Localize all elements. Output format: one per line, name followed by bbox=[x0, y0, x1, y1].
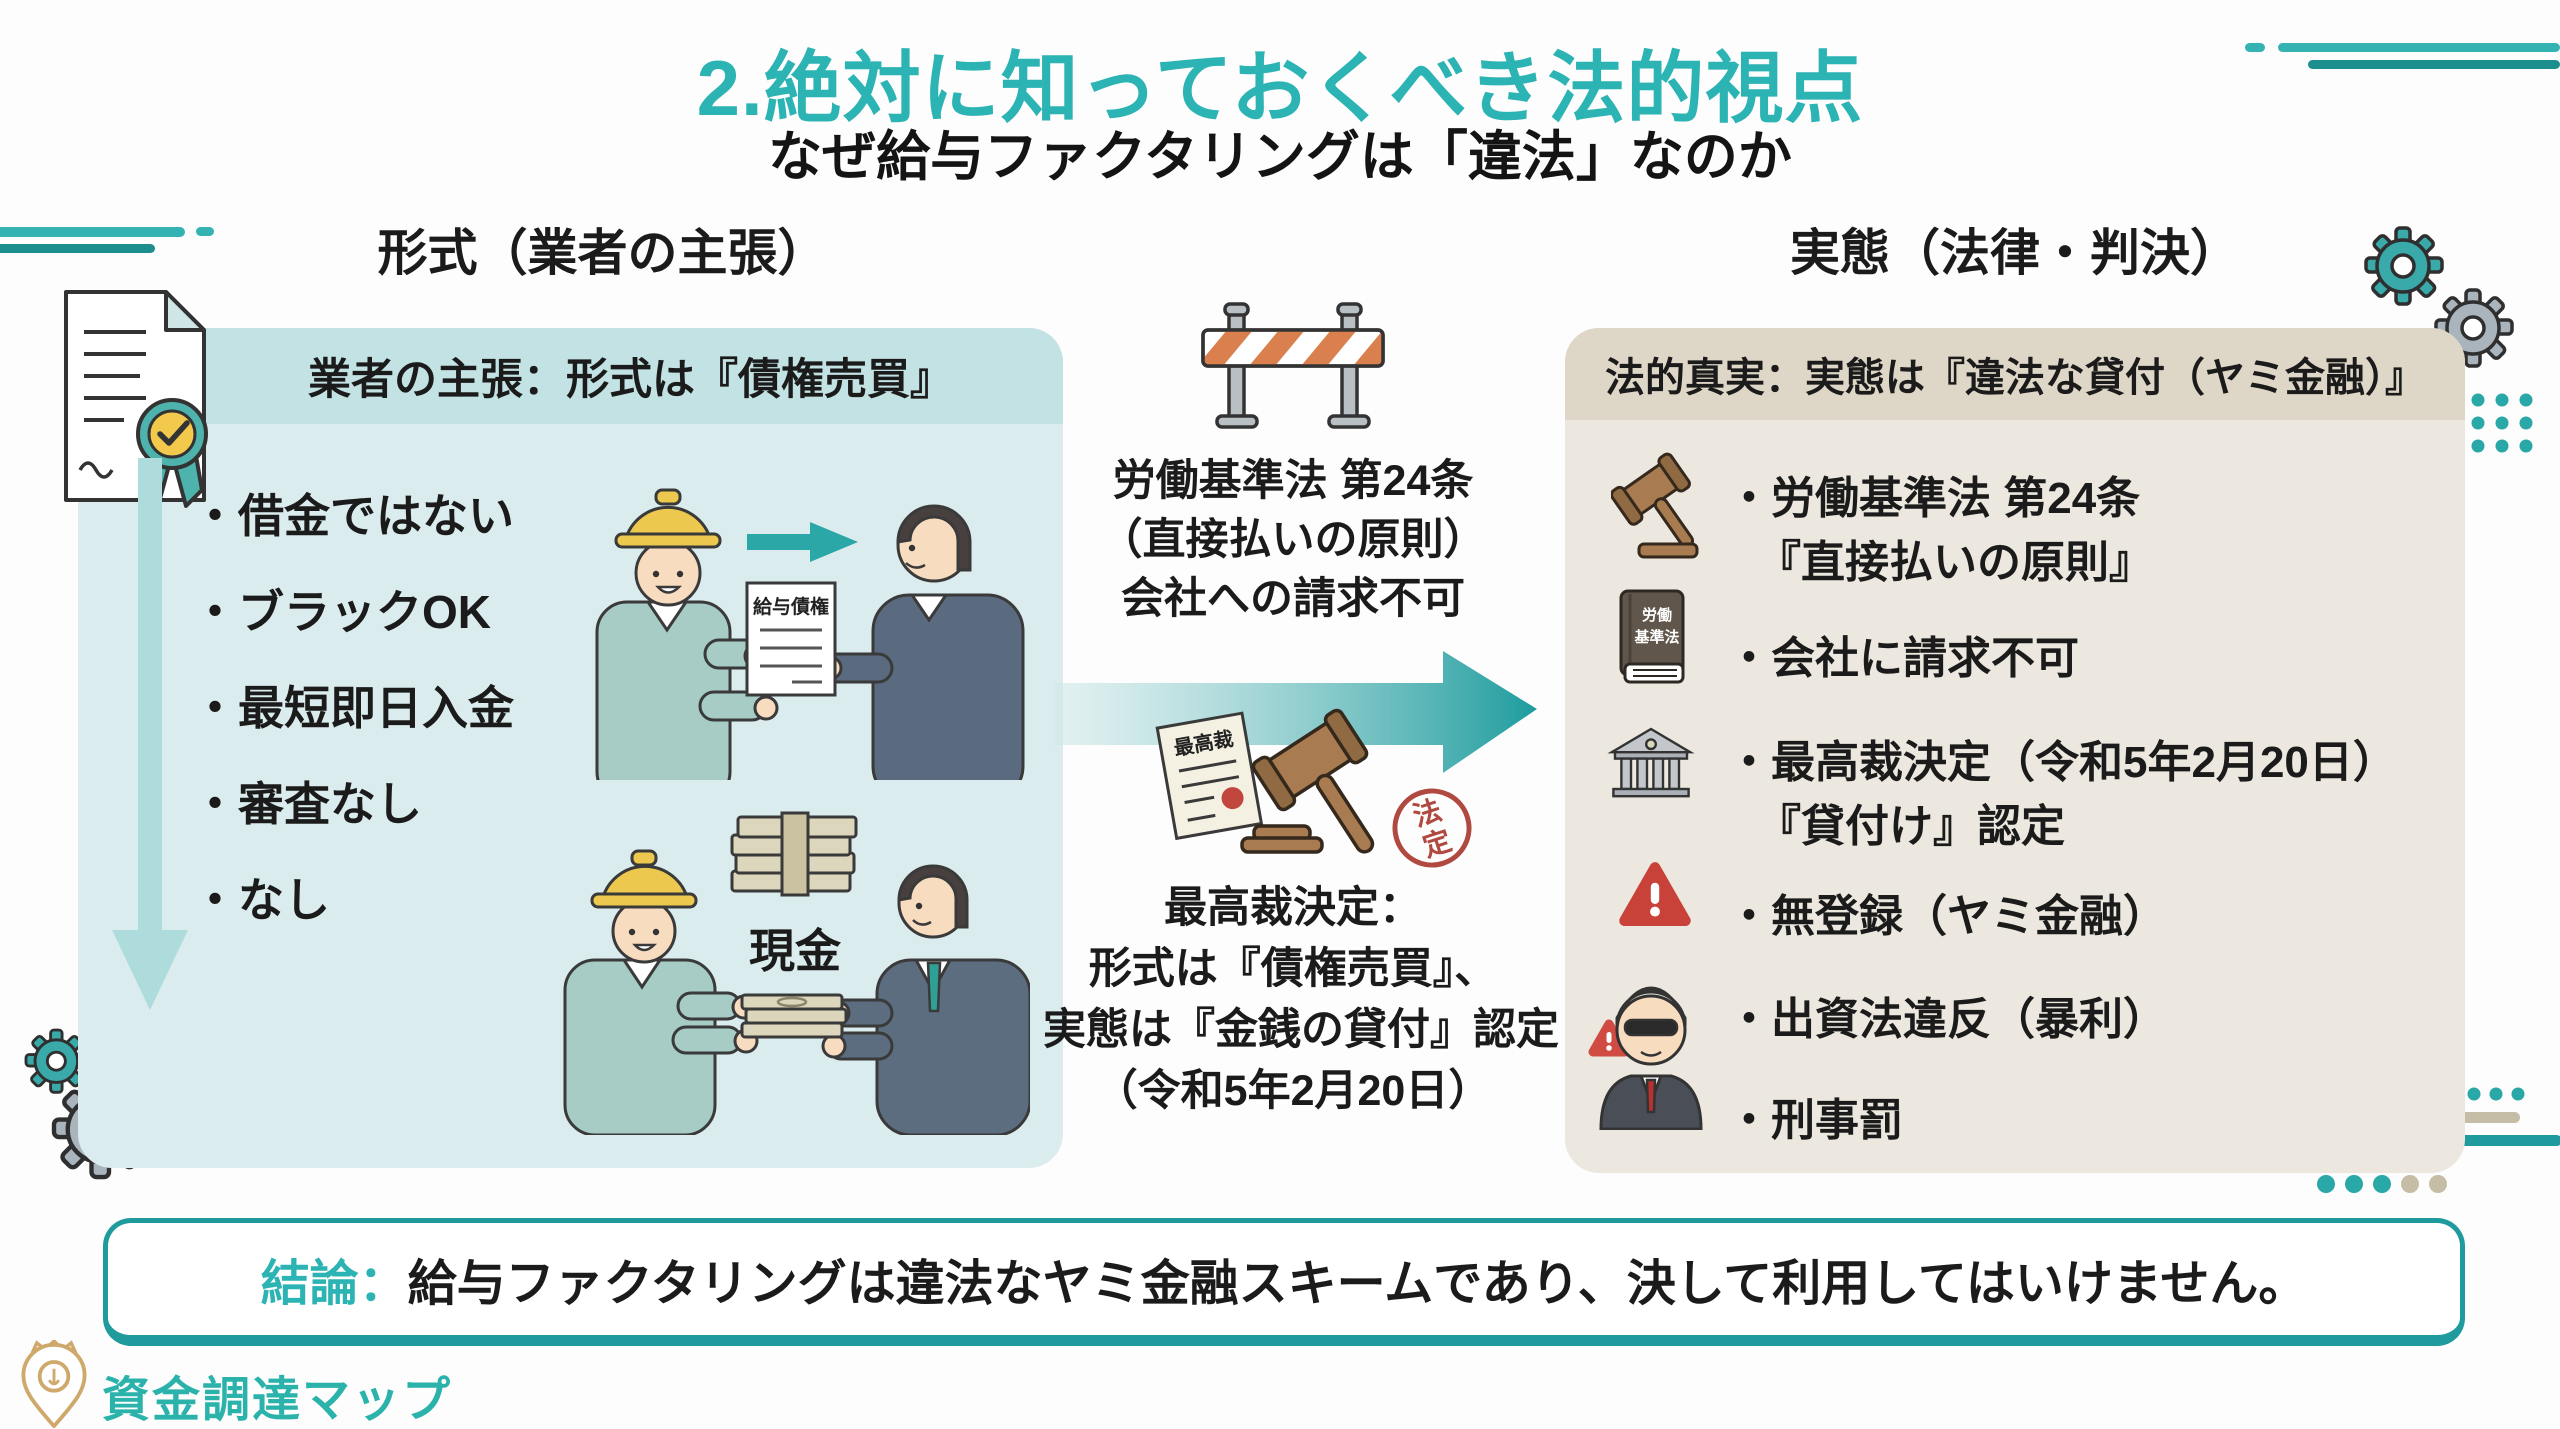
right-column-heading: 実態（法律・判決） bbox=[1790, 225, 2240, 281]
claims-bullet: ・借金ではない bbox=[192, 490, 514, 542]
gear-icon bbox=[2364, 226, 2444, 306]
salary-claim-doc-label: 給与債権 bbox=[753, 595, 829, 618]
gear-icon bbox=[2434, 288, 2514, 368]
brand-logo-icon bbox=[21, 1340, 87, 1428]
cash-handover-illustration: 現金 bbox=[563, 811, 1030, 1135]
conclusion-text: 給与ファクタリングは違法なヤミ金融スキームであり、決して利用してはいけません。 bbox=[407, 1256, 2308, 1311]
reality-item-text: 『貸付け』認定 bbox=[1757, 802, 2065, 851]
reality-item-text: ・会社に請求不可 bbox=[1727, 634, 2079, 683]
court-decision-text: 最高裁決定： 形式は『債権売買』、 実態は『金銭の貸付』認定 （令和5年2月20… bbox=[1043, 884, 1559, 1115]
svg-text:労働: 労働 bbox=[1642, 606, 1672, 624]
supreme-court-illustration: 最高裁 法 定 bbox=[1155, 708, 1472, 868]
corner-lines-top-left bbox=[0, 227, 214, 253]
labor-law-text: 労働基準法 第24条 （直接払いの原則） 会社への請求不可 bbox=[1099, 457, 1487, 623]
legal-reality-panel: 法的真実：実態は『違法な貸付（ヤミ金融）』 ・労働基準法 第24条 『直接払いの… bbox=[1565, 328, 2465, 1173]
page-subtitle: なぜ給与ファクタリングは「違法」なのか bbox=[768, 127, 1792, 187]
svg-text:基準法: 基準法 bbox=[1633, 628, 1679, 646]
reality-item-text: ・無登録（ヤミ金融） bbox=[1727, 892, 2167, 941]
left-column-heading: 形式（業者の主張） bbox=[377, 225, 828, 281]
brand-name: 資金調達マップ bbox=[102, 1374, 453, 1427]
claims-panel-header: 業者の主張：形式は『債権売買』 bbox=[78, 328, 1063, 424]
barrier-icon bbox=[1201, 302, 1385, 429]
reality-item-text: 『直接払いの原則』 bbox=[1757, 538, 2153, 587]
down-arrow-icon bbox=[112, 458, 188, 1010]
dots-grid-icon bbox=[2471, 393, 2533, 453]
cash-label: 現金 bbox=[749, 925, 842, 977]
conclusion-prefix: 結論： bbox=[260, 1256, 408, 1311]
reality-item-text: ・刑事罰 bbox=[1727, 1096, 1903, 1145]
claims-bullet: ・最短即日入金 bbox=[192, 682, 514, 734]
page-title: 2.絶対に知っておくべき法的視点 bbox=[696, 44, 1864, 132]
reality-item-text: ・出資法違反（暴利） bbox=[1727, 995, 2167, 1044]
claims-bullet-list: ・借金ではない ・ブラックOK ・最短即日入金 ・審査なし ・なし bbox=[192, 468, 612, 948]
reality-item-text: ・労働基準法 第24条 bbox=[1727, 474, 2141, 523]
claims-bullet: ・ブラックOK bbox=[192, 586, 491, 638]
claims-bullet: ・なし bbox=[192, 874, 330, 926]
loan-shark-icon bbox=[1588, 986, 1703, 1130]
warning-icon bbox=[1619, 862, 1691, 927]
law-book-icon: 労働 基準法 bbox=[1619, 589, 1685, 684]
courthouse-icon bbox=[1607, 727, 1695, 798]
reality-item-text: ・最高裁決定（令和5年2月20日） bbox=[1727, 738, 2397, 787]
gavel-icon bbox=[1611, 452, 1699, 559]
legal-reality-panel-header: 法的真実：実態は『違法な貸付（ヤミ金融）』 bbox=[1565, 328, 2465, 420]
hantei-stamp-icon: 法 定 bbox=[1392, 788, 1472, 868]
claims-bullet: ・審査なし bbox=[192, 778, 422, 830]
corner-lines-top-right bbox=[2245, 43, 2560, 69]
right-arrow-icon bbox=[747, 522, 858, 562]
document-handover-illustration: 給与債権 bbox=[595, 488, 1025, 780]
conclusion-box: 結論：給与ファクタリングは違法なヤミ金融スキームであり、決して利用してはいけませ… bbox=[103, 1218, 2465, 1346]
gears-top-right bbox=[2364, 226, 2514, 368]
